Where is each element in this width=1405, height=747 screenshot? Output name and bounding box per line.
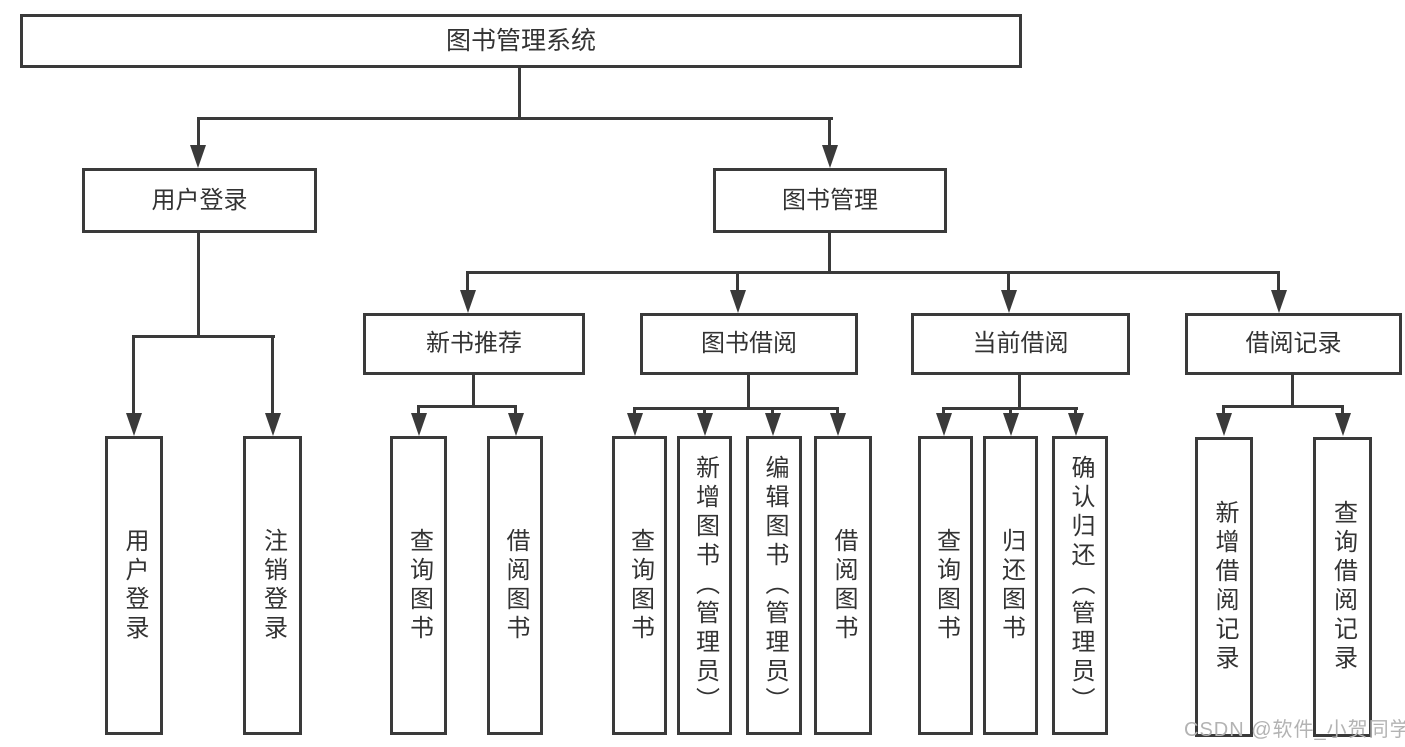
- connector-line: [1277, 271, 1280, 291]
- node-add-books-admin: 新增图书（管理员）: [677, 436, 732, 735]
- arrow-down-icon: [1003, 413, 1019, 436]
- arrow-down-icon: [126, 413, 142, 436]
- connector-line: [1007, 271, 1010, 291]
- node-current-borrowing: 当前借阅: [911, 313, 1130, 375]
- arrow-down-icon: [190, 145, 206, 168]
- connector-line: [1009, 407, 1012, 415]
- connector-line: [703, 407, 706, 415]
- connector-line: [132, 335, 275, 338]
- node-label: 新增图书（管理员）: [691, 455, 719, 716]
- connector-line: [1341, 405, 1344, 415]
- node-edit-books-admin: 编辑图书（管理员）: [746, 436, 802, 735]
- node-user-login-action: 用户登录: [105, 436, 163, 735]
- connector-line: [942, 407, 945, 415]
- connector-line: [466, 271, 469, 291]
- node-query-books-current: 查询图书: [918, 436, 973, 735]
- arrow-down-icon: [936, 413, 952, 436]
- node-label: 归还图书: [997, 527, 1025, 644]
- connector-line: [736, 271, 739, 291]
- arrow-down-icon: [730, 290, 746, 313]
- connector-line: [633, 407, 636, 415]
- connector-line: [1074, 407, 1077, 415]
- arrow-down-icon: [830, 413, 846, 436]
- arrow-down-icon: [1271, 290, 1287, 313]
- node-new-book-recommendation: 新书推荐: [363, 313, 585, 375]
- node-book-borrowing: 图书借阅: [640, 313, 858, 375]
- connector-line: [197, 117, 833, 120]
- connector-line: [417, 405, 420, 415]
- node-borrow-books-borrowing: 借阅图书: [814, 436, 872, 735]
- node-label: 查询图书: [932, 527, 960, 644]
- node-label: 当前借阅: [972, 330, 1069, 357]
- arrow-down-icon: [411, 413, 427, 436]
- connector-line: [828, 233, 831, 274]
- node-book-management: 图书管理: [713, 168, 947, 233]
- arrow-down-icon: [627, 413, 643, 436]
- arrow-down-icon: [765, 413, 781, 436]
- arrow-down-icon: [1335, 413, 1351, 436]
- arrow-down-icon: [1068, 413, 1084, 436]
- node-label: 查询借阅记录: [1329, 500, 1357, 674]
- node-library-management-system: 图书管理系统: [20, 14, 1022, 68]
- node-label: 用户登录: [151, 186, 248, 214]
- node-borrow-books-recommend: 借阅图书: [487, 436, 543, 735]
- node-add-borrowing-record: 新增借阅记录: [1195, 437, 1253, 737]
- arrow-down-icon: [822, 145, 838, 168]
- node-label: 确认归还（管理员）: [1067, 455, 1094, 716]
- node-label: 借阅图书: [830, 527, 857, 644]
- connector-line: [747, 375, 750, 410]
- connector-line: [417, 405, 517, 408]
- node-label: 新增借阅记录: [1211, 500, 1238, 674]
- node-label: 查询图书: [626, 527, 654, 644]
- connector-line: [518, 68, 521, 118]
- connector-line: [836, 407, 839, 415]
- connector-line: [1222, 405, 1225, 415]
- arrow-down-icon: [1216, 413, 1232, 436]
- arrow-down-icon: [508, 413, 524, 436]
- node-return-books: 归还图书: [983, 436, 1038, 735]
- node-label: 借阅图书: [502, 527, 529, 644]
- connector-line: [828, 117, 831, 147]
- connector-line: [771, 407, 774, 415]
- connector-line: [1222, 405, 1344, 408]
- node-label: 图书管理系统: [445, 26, 596, 55]
- node-label: 图书管理: [782, 186, 878, 214]
- node-label: 图书借阅: [701, 330, 797, 357]
- node-label: 借阅记录: [1245, 330, 1342, 357]
- connector-line: [472, 375, 475, 408]
- node-user-login: 用户登录: [82, 168, 317, 233]
- arrow-down-icon: [265, 413, 281, 436]
- arrow-down-icon: [697, 413, 713, 436]
- arrow-down-icon: [1001, 290, 1017, 313]
- connector-line: [466, 271, 1280, 274]
- node-query-books-recommend: 查询图书: [390, 436, 447, 735]
- connector-line: [514, 405, 517, 415]
- node-query-borrowing-record: 查询借阅记录: [1313, 437, 1372, 737]
- node-logout-action: 注销登录: [243, 436, 302, 735]
- connector-line: [633, 407, 839, 410]
- node-confirm-return-admin: 确认归还（管理员）: [1052, 436, 1108, 735]
- csdn-watermark: CSDN @软件_小贺同学: [1184, 719, 1405, 741]
- connector-line: [132, 335, 135, 415]
- connector-line: [1018, 375, 1021, 410]
- node-label: 用户登录: [121, 527, 148, 644]
- connector-line: [1291, 375, 1294, 408]
- node-label: 注销登录: [259, 527, 287, 644]
- connector-line: [271, 335, 274, 415]
- connector-line: [197, 233, 200, 335]
- node-label: 新书推荐: [426, 330, 522, 357]
- connector-line: [197, 117, 200, 147]
- node-query-books-borrowing: 查询图书: [612, 436, 667, 735]
- node-borrowing-records: 借阅记录: [1185, 313, 1402, 375]
- node-label: 查询图书: [405, 527, 433, 644]
- node-label: 编辑图书（管理员）: [761, 455, 788, 716]
- arrow-down-icon: [460, 290, 476, 313]
